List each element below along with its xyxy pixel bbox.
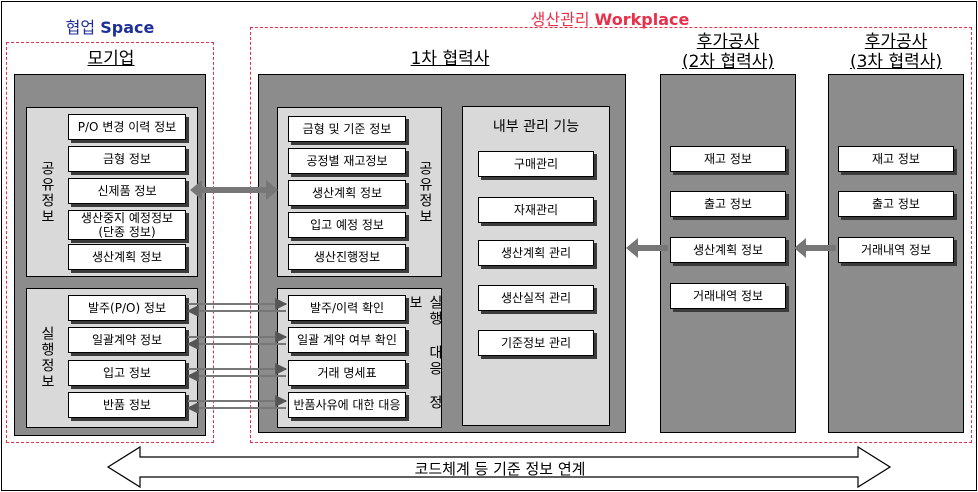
collab-space-ko: 협업 bbox=[65, 18, 96, 37]
tier1-exec-item: 거래 명세표 bbox=[288, 360, 406, 386]
tier2-item: 출고 정보 bbox=[670, 191, 786, 217]
tier2-item: 거래내역 정보 bbox=[670, 283, 786, 309]
parent-shared-item: 생산중지 예정정보 (단종 정보) bbox=[68, 210, 186, 240]
tier1-shared-item: 입고 예정 정보 bbox=[288, 212, 406, 238]
shared-info-arrowhead-right bbox=[266, 180, 278, 200]
tier1-exec-item: 일괄 계약 여부 확인 bbox=[288, 327, 406, 353]
tier1-shared-item: 생산계획 정보 bbox=[288, 180, 406, 206]
tier1-title: 1차 협력사 bbox=[410, 49, 490, 69]
parent-shared-label: 공유정보 bbox=[39, 160, 55, 225]
tier1-shared-item: 공정별 재고정보 bbox=[288, 148, 406, 174]
tier1-shared-item: 생산진행정보 bbox=[288, 244, 406, 270]
tier3-item: 재고 정보 bbox=[838, 146, 954, 172]
tier1-internal-item: 구매관리 bbox=[478, 151, 594, 177]
tier2-title-line1: 후가공사 bbox=[696, 32, 760, 52]
tier3-title-line1: 후가공사 bbox=[864, 32, 928, 52]
tier1-exec-item: 발주/이력 확인 bbox=[288, 295, 406, 321]
workplace-ko: 생산관리 bbox=[530, 10, 590, 29]
tier1-internal-title: 내부 관리 기능 bbox=[492, 119, 580, 135]
tier1-exec-item: 반품사유에 대한 대응 bbox=[288, 392, 406, 418]
parent-exec-label: 실행정보 bbox=[39, 325, 55, 390]
tier1-shared-item: 금형 및 기준 정보 bbox=[288, 116, 406, 142]
bottom-link-arrow bbox=[106, 445, 892, 489]
workplace-title: 생산관리 Workplace bbox=[480, 6, 740, 30]
tier3-title-line2: (3차 협력사) bbox=[849, 52, 943, 72]
parent-shared-item: 금형 정보 bbox=[68, 146, 186, 172]
parent-exec-item: 일괄계약 정보 bbox=[68, 327, 186, 353]
tier2-item: 재고 정보 bbox=[670, 146, 786, 172]
parent-exec-item: 입고 정보 bbox=[68, 360, 186, 386]
collab-space-region bbox=[6, 42, 214, 443]
collab-space-title: 협업 Space bbox=[40, 14, 180, 38]
parent-exec-item: 발주(P/O) 정보 bbox=[68, 295, 186, 321]
tier2-item: 생산계획 정보 bbox=[670, 237, 786, 263]
bottom-link-label: 코드체계 등 기준 정보 연계 bbox=[414, 460, 586, 478]
tier1-internal-item: 생산계획 관리 bbox=[478, 240, 594, 266]
workplace-region bbox=[250, 27, 972, 443]
parent-title: 모기업 bbox=[87, 49, 135, 69]
tier1-shared-label: 공유정보 bbox=[417, 160, 433, 225]
parent-exec-item: 반품 정보 bbox=[68, 392, 186, 418]
tier3-item: 출고 정보 bbox=[838, 191, 954, 217]
parent-shared-item: P/O 변경 이력 정보 bbox=[68, 114, 186, 140]
parent-shared-item: 신제품 정보 bbox=[68, 178, 186, 204]
tier1-internal-item: 생산실적 관리 bbox=[478, 285, 594, 311]
exec-arrows bbox=[186, 298, 288, 414]
tier1-exec-label: 실행 대응 정보 bbox=[407, 295, 443, 411]
parent-shared-item: 생산계획 정보 bbox=[68, 244, 186, 270]
tier1-internal-item: 기준정보 관리 bbox=[478, 330, 594, 356]
workplace-en: Workplace bbox=[594, 10, 690, 29]
collab-space-en: Space bbox=[100, 18, 155, 37]
tier1-internal-item: 자재관리 bbox=[478, 197, 594, 223]
tier2-title-line2: (2차 협력사) bbox=[681, 52, 775, 72]
shared-info-arrowhead-left bbox=[190, 180, 202, 200]
tier3-item: 거래내역 정보 bbox=[838, 237, 954, 263]
